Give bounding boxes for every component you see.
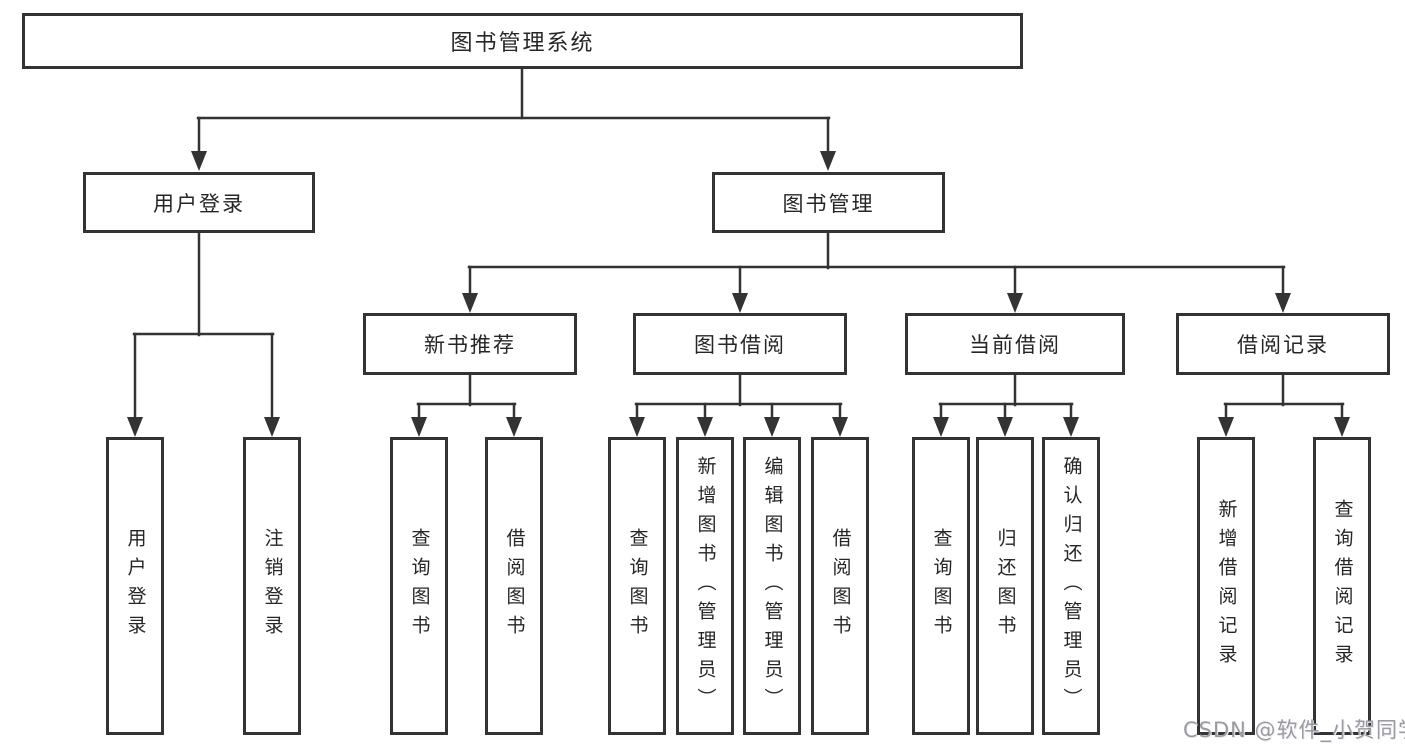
leaf-query-books-borrow: 查询图书 xyxy=(608,437,666,735)
edges-root xyxy=(191,67,836,171)
leaf-borrow-books-recommend: 借阅图书 xyxy=(485,437,543,735)
node-book-borrow: 图书借阅 xyxy=(633,313,847,375)
leaf-query-books-recommend: 查询图书 xyxy=(390,437,448,735)
leaf-add-books-admin: 新增图书（管理员） xyxy=(676,437,734,735)
leaf-confirm-return-admin-label: 确认归还（管理员） xyxy=(1060,455,1083,717)
leaf-query-books-current-label: 查询图书 xyxy=(930,528,953,644)
edges-borrow-records xyxy=(1218,373,1350,437)
node-borrow-records: 借阅记录 xyxy=(1176,313,1390,375)
node-borrow-records-label: 借阅记录 xyxy=(1237,333,1329,357)
edges-book-borrow xyxy=(629,373,848,437)
leaf-borrow-books-label: 借阅图书 xyxy=(829,528,852,644)
leaf-user-login-label: 用户登录 xyxy=(124,528,147,644)
node-current-borrow: 当前借阅 xyxy=(905,313,1125,375)
node-new-book-recommend: 新书推荐 xyxy=(363,313,577,375)
leaf-return-books: 归还图书 xyxy=(976,437,1034,735)
leaf-query-books-borrow-label: 查询图书 xyxy=(626,528,649,644)
leaf-logout: 注销登录 xyxy=(243,437,301,735)
node-root-system: 图书管理系统 xyxy=(22,13,1023,69)
leaf-confirm-return-admin: 确认归还（管理员） xyxy=(1042,437,1100,735)
leaf-query-borrow-record-label: 查询借阅记录 xyxy=(1331,499,1354,673)
node-user-login-label: 用户登录 xyxy=(153,191,245,216)
node-book-management-label: 图书管理 xyxy=(782,191,875,216)
node-book-borrow-label: 图书借阅 xyxy=(694,333,786,357)
leaf-query-books-current: 查询图书 xyxy=(912,437,970,735)
csdn-watermark: CSDN @软件_小贺同学 xyxy=(1183,718,1405,742)
leaf-edit-books-admin: 编辑图书（管理员） xyxy=(743,437,801,735)
leaf-query-books-recommend-label: 查询图书 xyxy=(408,528,431,644)
leaf-borrow-books-recommend-label: 借阅图书 xyxy=(503,528,526,644)
edges-book-management xyxy=(462,231,1291,313)
leaf-borrow-books: 借阅图书 xyxy=(811,437,869,735)
leaf-add-books-admin-label: 新增图书（管理员） xyxy=(694,455,717,717)
edges-current-borrow xyxy=(933,373,1079,437)
node-root-label: 图书管理系统 xyxy=(450,31,595,56)
node-new-book-recommend-label: 新书推荐 xyxy=(424,333,516,357)
node-book-management: 图书管理 xyxy=(712,172,945,233)
leaf-add-borrow-record-label: 新增借阅记录 xyxy=(1215,499,1238,673)
node-current-borrow-label: 当前借阅 xyxy=(969,333,1061,357)
leaf-query-borrow-record: 查询借阅记录 xyxy=(1313,437,1371,735)
edges-new-book-recommend xyxy=(411,373,522,437)
leaf-return-books-label: 归还图书 xyxy=(994,528,1017,644)
leaf-add-borrow-record: 新增借阅记录 xyxy=(1197,437,1255,735)
leaf-user-login: 用户登录 xyxy=(106,437,164,735)
leaf-logout-label: 注销登录 xyxy=(261,528,284,644)
node-user-login: 用户登录 xyxy=(83,172,315,233)
edges-user-login xyxy=(127,231,280,437)
leaf-edit-books-admin-label: 编辑图书（管理员） xyxy=(761,455,784,717)
